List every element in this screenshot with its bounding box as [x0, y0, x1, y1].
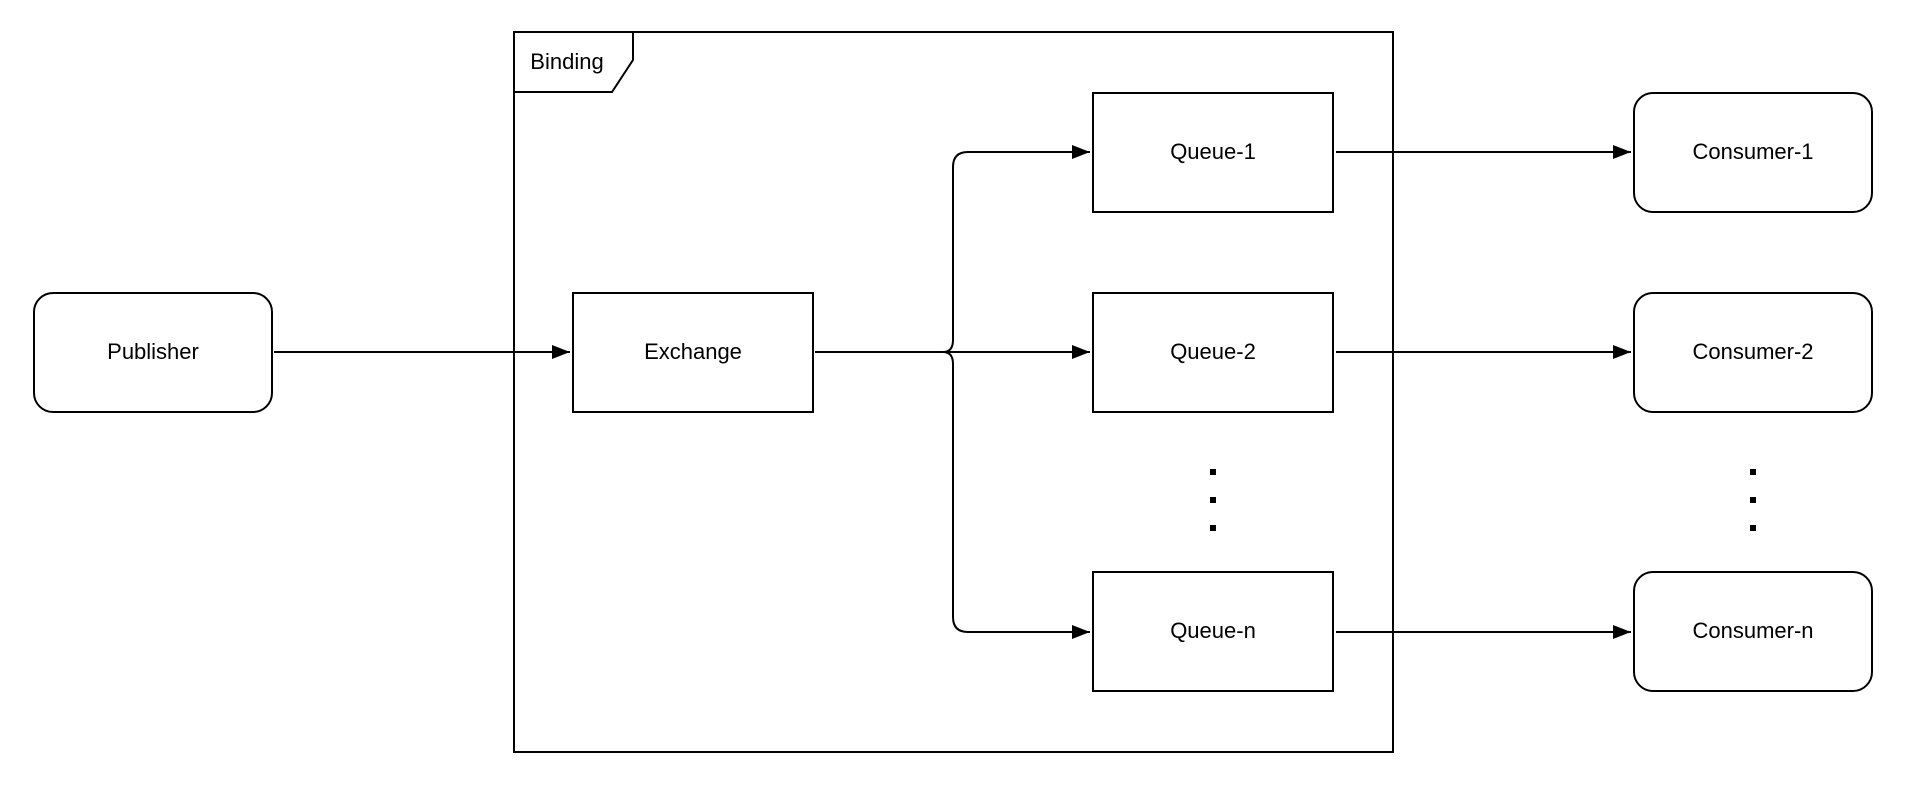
- node-consumer-n-label: Consumer-n: [1692, 618, 1814, 644]
- node-queue-1: Queue-1: [1092, 92, 1334, 213]
- ellipsis-dot: [1750, 525, 1756, 531]
- node-queue-1-label: Queue-1: [1170, 139, 1256, 165]
- edge-exchange-queue-n: [942, 351, 1090, 639]
- node-queue-2-label: Queue-2: [1170, 339, 1256, 365]
- node-consumer-2: Consumer-2: [1633, 292, 1873, 413]
- binding-group-border: [513, 31, 1394, 753]
- node-publisher: Publisher: [33, 292, 273, 413]
- ellipsis-dot: [1750, 497, 1756, 503]
- node-exchange: Exchange: [572, 292, 814, 413]
- node-consumer-n: Consumer-n: [1633, 571, 1873, 692]
- node-publisher-label: Publisher: [107, 339, 199, 365]
- node-queue-n: Queue-n: [1092, 571, 1334, 692]
- consumer-vertical-ellipsis: [1750, 469, 1756, 531]
- node-consumer-1-label: Consumer-1: [1692, 139, 1814, 165]
- node-queue-n-label: Queue-n: [1170, 618, 1256, 644]
- binding-group-label: Binding: [530, 49, 604, 74]
- node-queue-2: Queue-2: [1092, 292, 1334, 413]
- ellipsis-dot: [1210, 525, 1216, 531]
- ellipsis-dot: [1750, 469, 1756, 475]
- edge-exchange-queue-1: [942, 145, 1090, 353]
- node-consumer-1: Consumer-1: [1633, 92, 1873, 213]
- node-consumer-2-label: Consumer-2: [1692, 339, 1814, 365]
- node-exchange-label: Exchange: [644, 339, 742, 365]
- ellipsis-dot: [1210, 469, 1216, 475]
- ellipsis-dot: [1210, 497, 1216, 503]
- binding-label-tab: [513, 31, 634, 93]
- queue-vertical-ellipsis: [1210, 469, 1216, 531]
